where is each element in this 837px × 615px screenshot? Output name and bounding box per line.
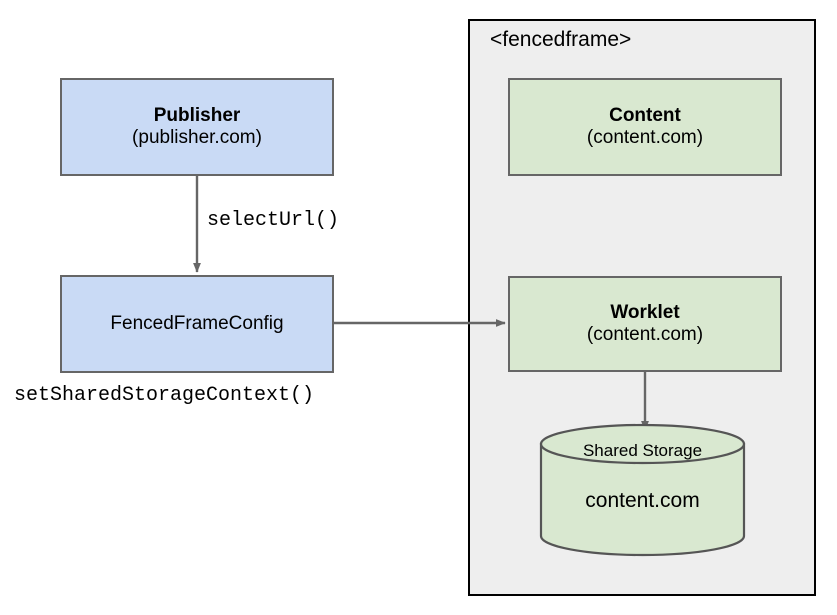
node-worklet-subtitle: (content.com): [586, 324, 704, 345]
node-publisher[interactable]: Publisher (publisher.com): [60, 78, 334, 176]
shared-storage-cylinder: [539, 423, 746, 557]
node-content-title: Content: [609, 104, 681, 126]
node-fenced-frame-config[interactable]: FencedFrameConfig: [60, 275, 334, 373]
node-publisher-subtitle: (publisher.com): [132, 127, 262, 148]
node-fenced-frame-config-label: FencedFrameConfig: [110, 312, 284, 334]
edge-label-select-url: selectUrl(): [207, 209, 340, 232]
node-worklet-title: Worklet: [610, 301, 680, 323]
shared-storage-origin: content.com: [585, 489, 700, 512]
node-worklet[interactable]: Worklet (content.com): [508, 276, 782, 372]
edge-label-set-shared-storage-context: setSharedStorageContext(): [14, 384, 315, 407]
node-content[interactable]: Content (content.com): [508, 78, 782, 176]
fencedframe-panel-label: <fencedframe>: [490, 28, 632, 51]
shared-storage-title: Shared Storage: [582, 441, 703, 460]
node-publisher-title: Publisher: [153, 104, 241, 126]
node-content-subtitle: (content.com): [586, 127, 704, 148]
